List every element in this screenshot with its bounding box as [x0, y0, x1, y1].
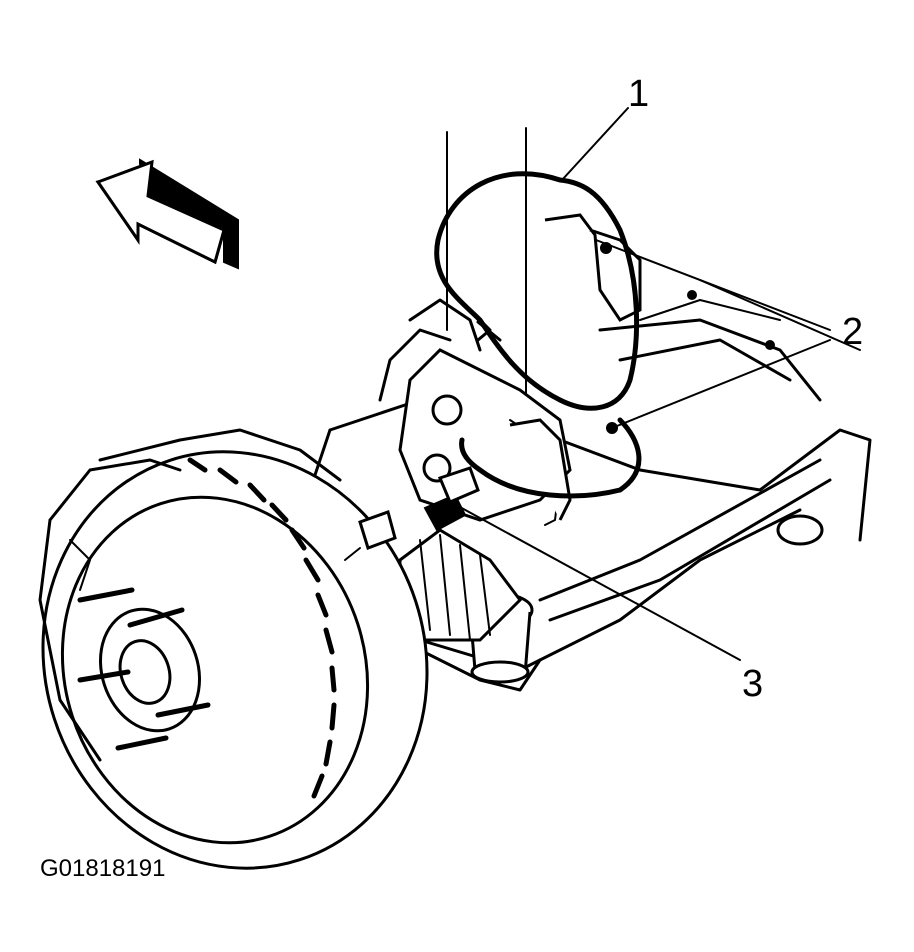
- wheel-speed-sensor-harness: [434, 171, 642, 499]
- wheel-studs: [77, 587, 211, 751]
- callout-3-label: 3: [742, 663, 763, 705]
- forward-direction-arrow: [95, 158, 239, 270]
- wheel-hub: [98, 607, 202, 733]
- callout-1-label: 1: [628, 73, 649, 115]
- figure-code: G01818191: [40, 855, 165, 882]
- wheel-speed-sensor-connector: [423, 466, 480, 532]
- backing-plate: [38, 458, 182, 762]
- callout-2-label: 2: [842, 311, 863, 353]
- tie-rod: [538, 458, 832, 622]
- leader-lines: [457, 107, 831, 661]
- brake-rotor: [41, 428, 429, 870]
- caliper-fitting: [344, 510, 397, 561]
